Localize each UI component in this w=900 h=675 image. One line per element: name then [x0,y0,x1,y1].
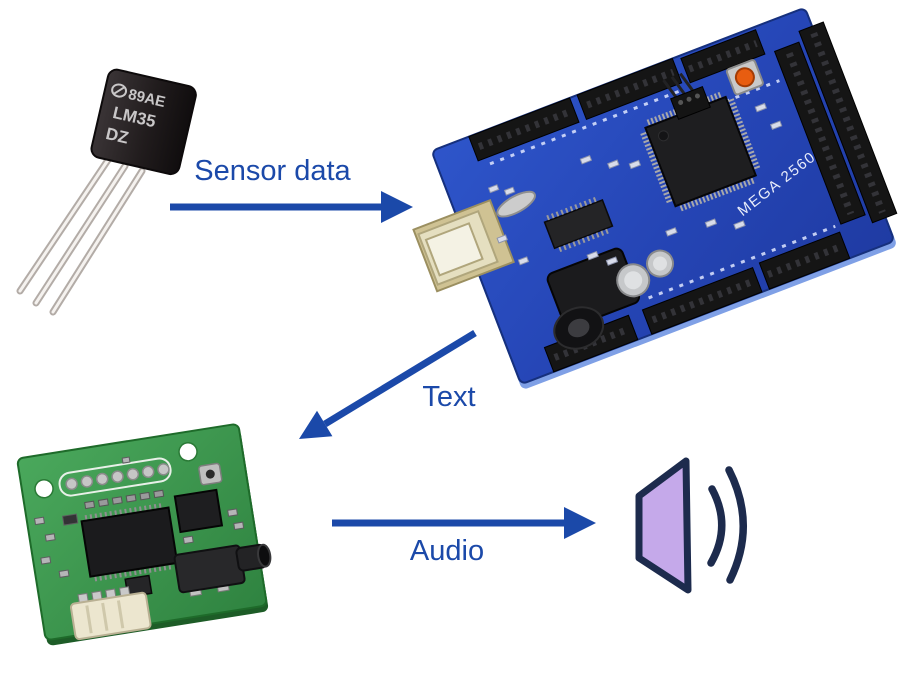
mounting-hole [34,479,54,499]
jst-connector [69,586,152,641]
smd-resistor-row [84,489,165,510]
sensor-data-arrow-label: Sensor data [194,155,351,187]
arduino-pin-headers [468,21,898,373]
audio-arrow [332,507,596,539]
national-semiconductor-logo [111,83,128,98]
tts-module-image [16,423,272,646]
text-arrow [299,330,477,439]
speaker-body [635,457,692,594]
smd-components [487,102,783,266]
sensor-data-arrow [170,191,413,223]
sensor-legs [16,156,146,316]
lm35-sensor-image: 89AE LM35 DZ [16,68,197,316]
sensor-marking-line3: DZ [104,124,130,148]
header-pad-row [58,457,172,497]
module-main-chip [80,502,179,582]
audio-jack [173,543,272,597]
icsp-header [662,72,711,120]
usb-serial-chip [543,196,614,253]
usb-connector [412,198,515,293]
crystal-oscillator [496,190,536,218]
text-arrow-label: Text [422,381,476,413]
audio-arrow-label: Audio [409,535,485,567]
capacitors [616,249,675,298]
reset-button [725,59,764,96]
sound-wave-arcs [707,466,747,584]
dc-power-jack [546,247,641,350]
arduino-board-image: MEGA 2560 [412,8,898,389]
mounting-hole [178,442,198,462]
module-button [198,462,223,486]
module-smd-components [34,456,245,578]
speaker-icon [635,457,747,594]
module-secondary-chip [173,488,224,534]
